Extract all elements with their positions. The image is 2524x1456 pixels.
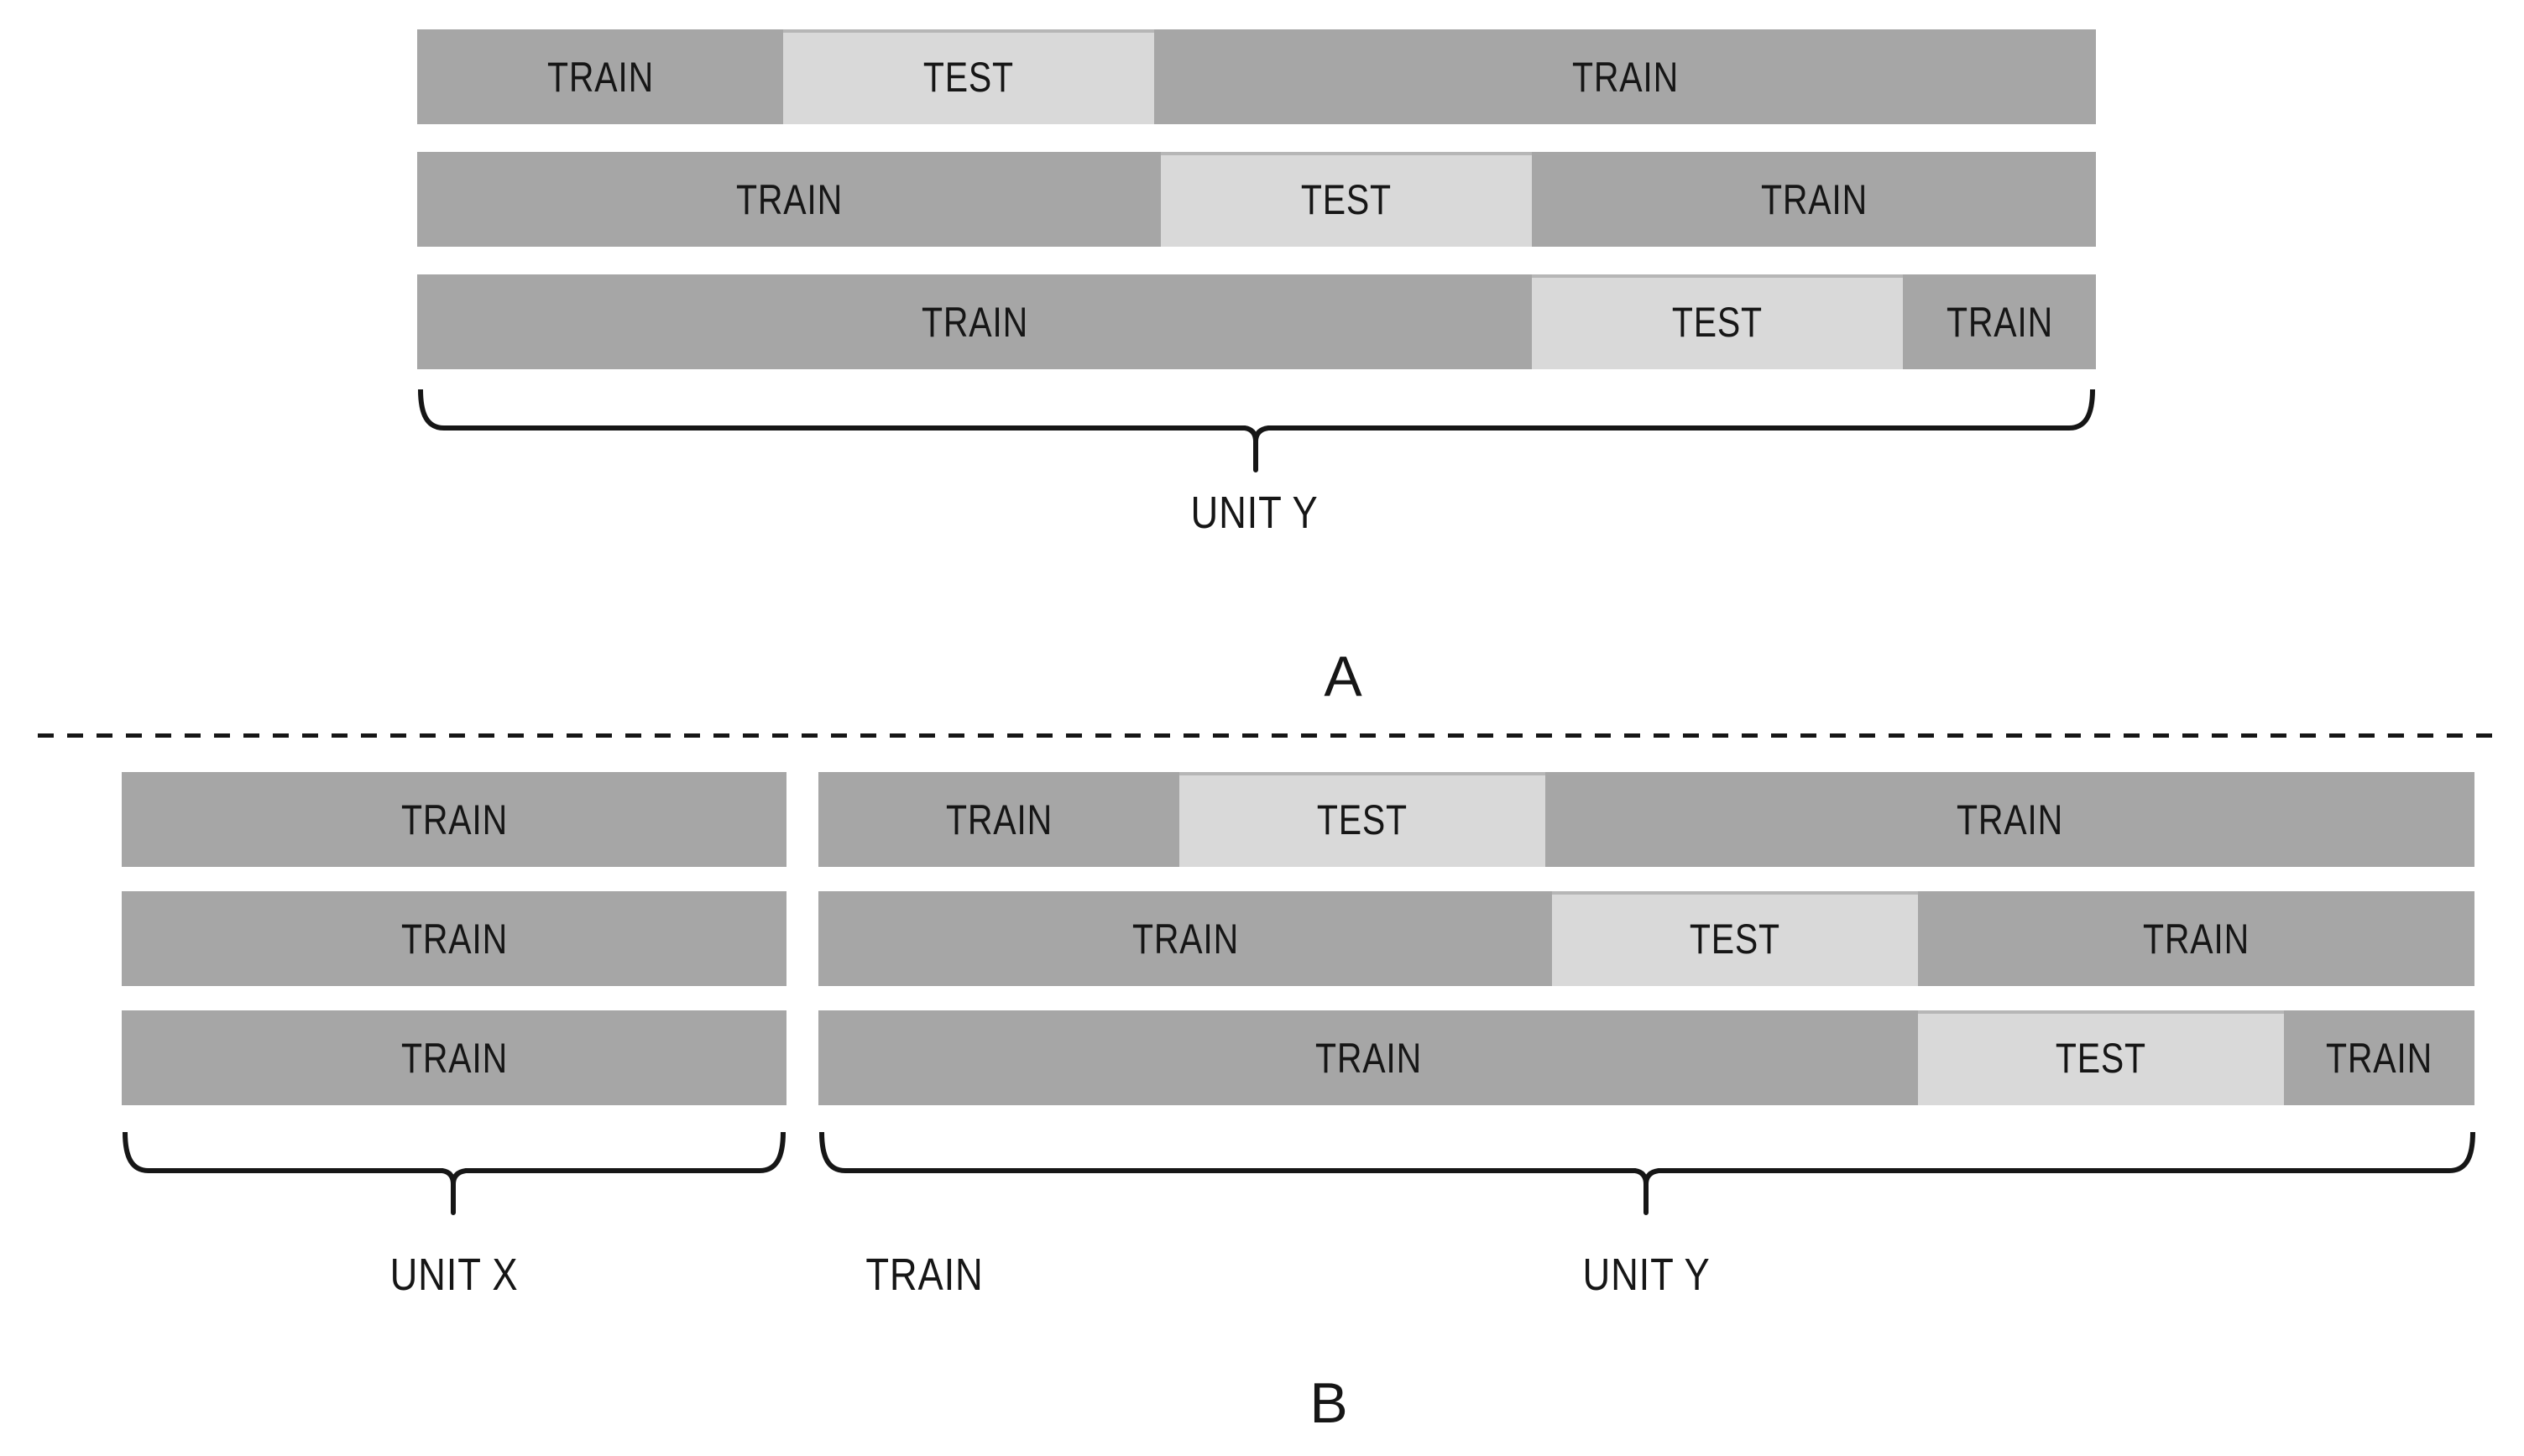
segment-label: TRAIN bbox=[1314, 1034, 1422, 1082]
test-segment: TEST bbox=[1532, 274, 1903, 369]
train-segment: TRAIN bbox=[417, 152, 1161, 247]
segment-label: TRAIN bbox=[945, 796, 1053, 843]
cv-split-row-2: TRAIN TEST TRAIN bbox=[417, 152, 2096, 247]
segment-label: TEST bbox=[2056, 1034, 2147, 1082]
cv-split-row-2: TRAIN TEST TRAIN bbox=[818, 891, 2474, 986]
segment-label: TEST bbox=[922, 53, 1015, 101]
train-segment: TRAIN bbox=[1545, 772, 2474, 867]
unit-y-label-b: UNIT Y bbox=[1582, 1250, 1711, 1300]
segment-label: TRAIN bbox=[400, 1034, 508, 1082]
segment-label: TRAIN bbox=[921, 298, 1028, 346]
segment-label: TEST bbox=[1300, 175, 1393, 223]
unit-y-brace-b bbox=[819, 1131, 2475, 1215]
segment-label: TRAIN bbox=[546, 53, 654, 101]
segment-label: TRAIN bbox=[2325, 1034, 2433, 1082]
segment-label: TRAIN bbox=[1131, 915, 1239, 963]
cv-split-row-3: TRAIN TEST TRAIN bbox=[417, 274, 2096, 369]
segment-label: TRAIN bbox=[400, 796, 508, 843]
unit-y-label-a: UNIT Y bbox=[1190, 488, 1319, 538]
segment-label: TEST bbox=[1671, 298, 1764, 346]
train-segment: TRAIN bbox=[1154, 29, 2096, 124]
unit-x-brace bbox=[123, 1131, 786, 1215]
test-segment: TEST bbox=[1552, 891, 1919, 986]
cv-split-row-1: TRAIN TEST TRAIN bbox=[818, 772, 2474, 867]
train-segment: TRAIN bbox=[122, 1010, 786, 1105]
cv-split-row-3: TRAIN TEST TRAIN bbox=[818, 1010, 2474, 1105]
train-segment: TRAIN bbox=[417, 29, 783, 124]
cv-split-row-1: TRAIN TEST TRAIN bbox=[417, 29, 2096, 124]
train-segment: TRAIN bbox=[1532, 152, 2096, 247]
unit-x-label: UNIT X bbox=[389, 1250, 519, 1300]
train-segment: TRAIN bbox=[1918, 891, 2474, 986]
train-caption: TRAIN bbox=[865, 1250, 984, 1300]
train-segment: TRAIN bbox=[818, 1010, 1919, 1105]
segment-label: TEST bbox=[1317, 796, 1408, 843]
panel-a-bars: TRAIN TEST TRAIN TRAIN TEST TRAIN TRAIN … bbox=[417, 29, 2096, 369]
segment-label: TRAIN bbox=[400, 915, 508, 963]
section-b-label: B bbox=[1309, 1371, 1348, 1435]
train-segment: TRAIN bbox=[417, 274, 1532, 369]
dashed-divider bbox=[38, 733, 2506, 738]
train-segment: TRAIN bbox=[818, 891, 1553, 986]
segment-label: TRAIN bbox=[1571, 53, 1679, 101]
train-segment: TRAIN bbox=[2284, 1010, 2474, 1105]
segment-label: TRAIN bbox=[1957, 796, 2064, 843]
panel-b-left-bars: TRAIN TRAIN TRAIN bbox=[122, 772, 786, 1105]
segment-label: TRAIN bbox=[1946, 298, 2053, 346]
train-segment: TRAIN bbox=[122, 891, 786, 986]
section-a-label: A bbox=[1324, 645, 1362, 708]
segment-label: TRAIN bbox=[735, 175, 843, 223]
train-segment: TRAIN bbox=[1903, 274, 2096, 369]
train-only-row-2: TRAIN bbox=[122, 891, 786, 986]
test-segment: TEST bbox=[1179, 772, 1546, 867]
unit-y-brace-a bbox=[418, 389, 2095, 472]
test-segment: TEST bbox=[1161, 152, 1532, 247]
train-segment: TRAIN bbox=[818, 772, 1180, 867]
train-only-row-3: TRAIN bbox=[122, 1010, 786, 1105]
segment-label: TRAIN bbox=[1760, 175, 1868, 223]
segment-label: TRAIN bbox=[2142, 915, 2250, 963]
test-segment: TEST bbox=[1918, 1010, 2285, 1105]
train-only-row-1: TRAIN bbox=[122, 772, 786, 867]
train-segment: TRAIN bbox=[122, 772, 786, 867]
segment-label: TEST bbox=[1690, 915, 1781, 963]
panel-b-right-bars: TRAIN TEST TRAIN TRAIN TEST TRAIN TRAIN … bbox=[818, 772, 2474, 1105]
test-segment: TEST bbox=[783, 29, 1154, 124]
